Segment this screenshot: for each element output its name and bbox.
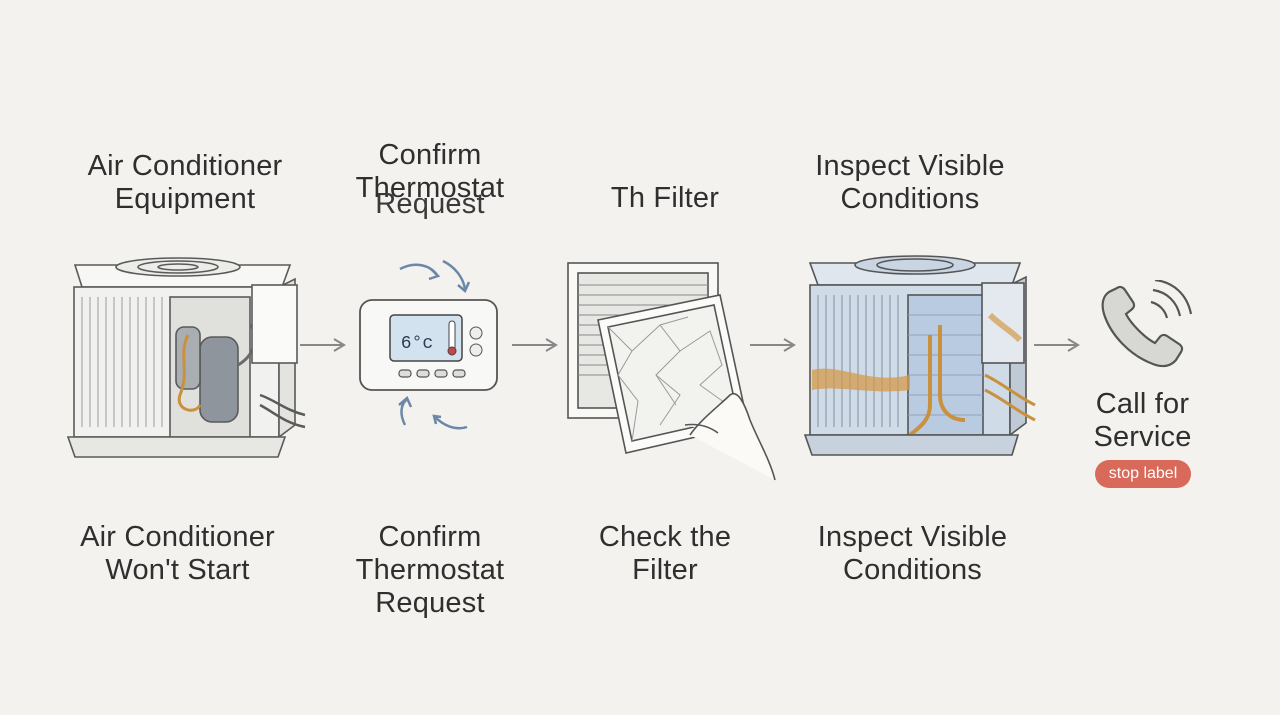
step3-top-line1: Th Filter [610,182,720,214]
step5-line2: Service [1093,421,1192,453]
phone-icon [1101,280,1193,368]
arrow-1-icon [300,338,346,352]
step3-bottom-line1: Check the [598,521,732,553]
ac-unit-icon [66,257,306,458]
step2-top-line3: Request [375,188,485,220]
ac-unit-inspect-icon [803,255,1036,456]
step1-top-line1: Air Conditioner [87,150,283,182]
step1-bottom-line1: Air Conditioner [80,521,275,553]
step4-bottom-line2: Conditions [842,554,983,586]
step2-bottom-line2: Thermostat [355,554,505,586]
step2-top-label-b: Request [320,188,540,221]
step1-top-line2: Equipment [114,183,256,215]
step5-label: Call for Service [1075,388,1210,454]
step4-top-label: Inspect Visible Conditions [790,150,1030,216]
air-filter-icon [567,262,776,481]
step4-top-line2: Conditions [840,183,980,215]
step3-bottom-line2: Filter [632,554,698,586]
step2-bottom-label: Confirm Thermostat Request [320,521,540,620]
stop-badge: stop label [1095,460,1191,488]
thermostat-icon: 6°c [359,259,498,430]
step1-top-label: Air Conditioner Equipment [60,150,310,216]
step1-bottom-label: Air Conditioner Won't Start [55,521,300,587]
step5-line1: Call for [1095,388,1190,420]
arrow-2-icon [512,338,558,352]
step1-bottom-line2: Won't Start [105,554,250,586]
step2-top-line2: Thermostat [355,172,505,204]
arrow-3-icon [750,338,796,352]
step3-bottom-label: Check the Filter [560,521,770,587]
step4-bottom-label: Inspect Visible Conditions [795,521,1030,587]
step4-top-line1: Inspect Visible [815,150,1005,182]
step2-top-label-a: Confirm Thermostat [320,139,540,205]
step2-bottom-line1: Confirm [378,521,482,553]
step3-top-label: Th Filter [560,182,770,215]
arrow-4-icon [1034,338,1080,352]
step2-bottom-line3: Request [375,587,485,619]
step4-bottom-line1: Inspect Visible [817,521,1008,553]
step2-top-line1: Confirm [378,139,482,171]
thermostat-display: 6°c [401,334,433,354]
